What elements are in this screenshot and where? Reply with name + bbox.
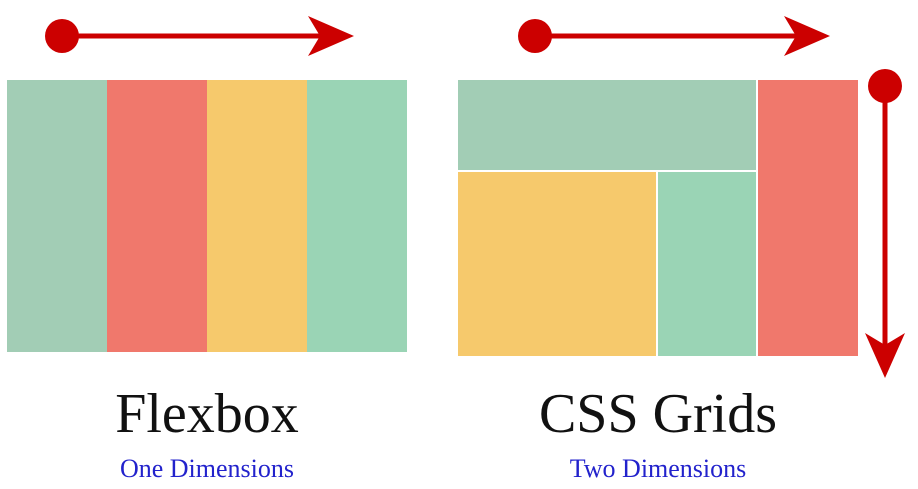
flexbox-panel	[7, 80, 407, 352]
flex-item-2	[107, 80, 207, 352]
grid-item-main	[458, 172, 656, 356]
grid-row-arrow-icon	[518, 16, 830, 56]
flexbox-subtitle: One Dimensions	[119, 454, 295, 483]
flex-item-4	[307, 80, 407, 352]
horizontal-arrow-icon	[45, 16, 354, 56]
grid-title: CSS Grids	[538, 383, 778, 445]
flex-item-1	[7, 80, 107, 352]
grid-column-arrow-icon	[865, 69, 905, 378]
grid-item-header	[458, 80, 756, 170]
grid-subtitle: Two Dimensions	[569, 454, 747, 483]
flexbox-title: Flexbox	[115, 383, 299, 445]
flex-item-3	[207, 80, 307, 352]
grid-item-aside	[658, 172, 756, 356]
grid-panel	[458, 80, 858, 356]
grid-item-sidebar	[758, 80, 858, 356]
